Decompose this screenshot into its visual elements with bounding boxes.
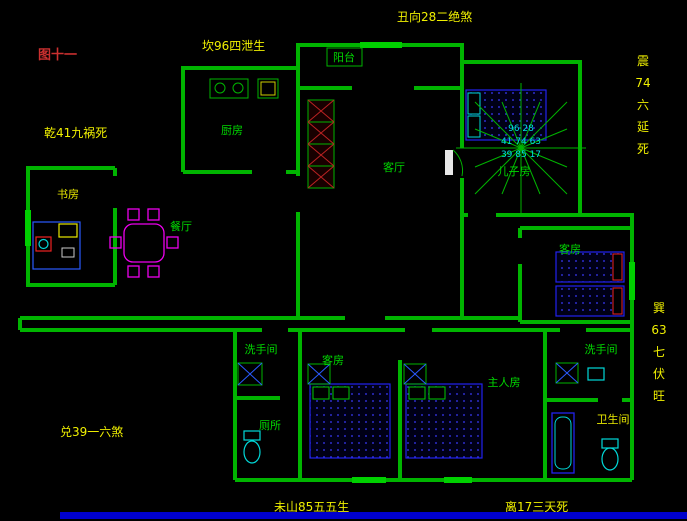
stand-box-guest [307, 363, 331, 385]
room-label-guest-right: 客房 [559, 242, 581, 256]
compass-row-1: 96 28 [508, 124, 534, 134]
door-living-son [445, 149, 464, 177]
annotation-top-center: 丑向28二绝煞 [397, 10, 473, 24]
guest-bottom-bed [309, 383, 391, 459]
stand-box-master [403, 363, 427, 385]
bathtub [551, 412, 575, 474]
study-desk [32, 221, 81, 270]
toilet-left [243, 430, 261, 464]
horizontal-scrollbar[interactable] [60, 512, 687, 519]
fengshui-compass [456, 83, 586, 213]
toilet-right [601, 438, 619, 471]
study-computer [58, 223, 78, 238]
room-label-balcony: 阳台 [333, 50, 355, 64]
room-label-washroom-right: 洗手间 [585, 342, 618, 356]
dining-table [109, 208, 179, 278]
windows [25, 42, 635, 483]
master-bed [405, 383, 483, 459]
figure-number-label: 图十一 [38, 48, 78, 63]
room-label-son-room: 儿子房 [498, 165, 531, 178]
sink-right [587, 367, 605, 381]
compass-row-2: 41 74 63 [501, 137, 541, 147]
room-label-bathroom: 卫生间 [597, 412, 630, 426]
compass-row-3: 39 85 17 [501, 150, 541, 160]
washer-box-right [555, 362, 579, 384]
annotation-bottom-left: 未山85五五生 [274, 500, 350, 514]
room-label-master: 主人房 [488, 376, 521, 389]
room-label-toilet: 厕所 [259, 419, 281, 432]
kitchen-stove [209, 78, 249, 99]
guest-right-bed-1 [555, 251, 625, 283]
kitchen-sink [257, 78, 279, 99]
room-label-living: 客厅 [383, 160, 405, 174]
living-cabinet [307, 99, 335, 189]
study-chair [35, 236, 75, 258]
annotation-bottom-right: 离17三天死 [505, 500, 569, 514]
room-label-study: 书房 [57, 188, 79, 201]
annotation-top-left: 坎96四泄生 [202, 39, 266, 53]
room-label-washroom-left: 洗手间 [245, 342, 278, 356]
annotation-right-lower: 巽 63 七 伏 旺 [651, 301, 667, 403]
washer-box-left [237, 362, 263, 386]
room-label-guest-bottom: 客房 [322, 353, 344, 367]
annotation-right-upper: 震 74 六 延 死 [635, 54, 651, 156]
room-label-dining: 餐厅 [170, 219, 192, 233]
son-bed [465, 89, 547, 141]
room-label-kitchen: 厨房 [221, 124, 243, 137]
balcony-label-box [326, 47, 363, 67]
guest-right-bed-2 [555, 285, 625, 317]
annotation-left-upper: 乾41九祸死 [44, 126, 108, 140]
annotation-left-lower: 兑39一六煞 [60, 425, 124, 439]
